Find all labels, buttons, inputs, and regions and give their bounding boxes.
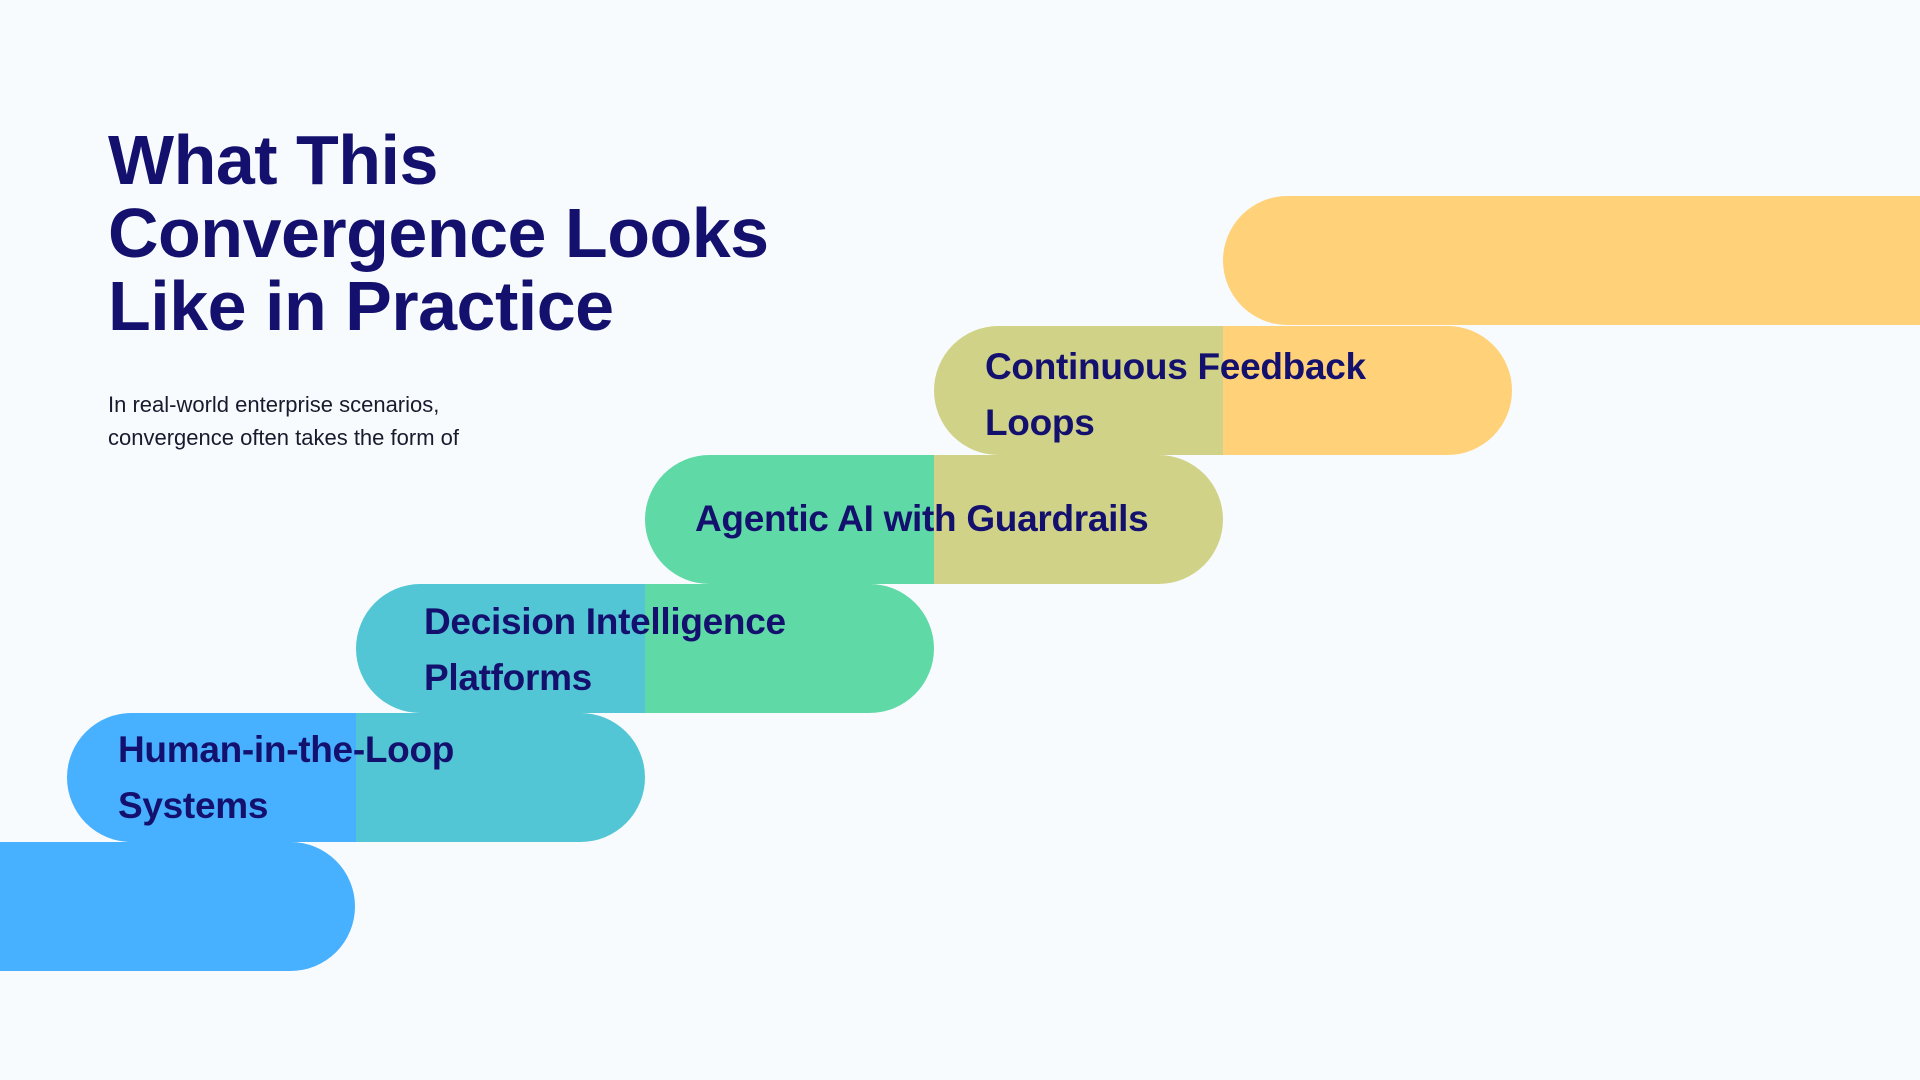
label-line: Agentic AI with Guardrails bbox=[695, 498, 1149, 539]
step-base bbox=[0, 842, 355, 971]
step-pill-2 bbox=[356, 584, 934, 713]
label-line: Human-in-the-Loop bbox=[118, 729, 455, 770]
subtitle: In real-world enterprise scenarios, conv… bbox=[108, 388, 568, 454]
subtitle-line: In real-world enterprise scenarios, bbox=[108, 392, 440, 417]
title-line: What This bbox=[108, 121, 438, 199]
title-line: Like in Practice bbox=[108, 267, 614, 345]
label-line: Decision Intelligence bbox=[424, 601, 786, 642]
label-line: Continuous Feedback bbox=[985, 346, 1366, 387]
title-line: Convergence Looks bbox=[108, 194, 769, 272]
step-label-human-in-the-loop: Human-in-the-Loop Systems bbox=[118, 722, 454, 834]
step-label-agentic-ai: Agentic AI with Guardrails bbox=[695, 491, 1149, 547]
step-pill-3 bbox=[645, 455, 1223, 584]
label-line: Loops bbox=[985, 402, 1095, 443]
page-title: What This Convergence Looks Like in Prac… bbox=[108, 124, 769, 343]
step-pill-1 bbox=[67, 713, 645, 842]
label-line: Systems bbox=[118, 785, 269, 826]
label-line: Platforms bbox=[424, 657, 592, 698]
step-top bbox=[1223, 196, 1920, 325]
step-label-continuous-feedback: Continuous Feedback Loops bbox=[985, 339, 1366, 451]
step-label-decision-intelligence: Decision Intelligence Platforms bbox=[424, 594, 786, 706]
step-pill-4 bbox=[934, 326, 1512, 455]
subtitle-line: convergence often takes the form of bbox=[108, 425, 459, 450]
